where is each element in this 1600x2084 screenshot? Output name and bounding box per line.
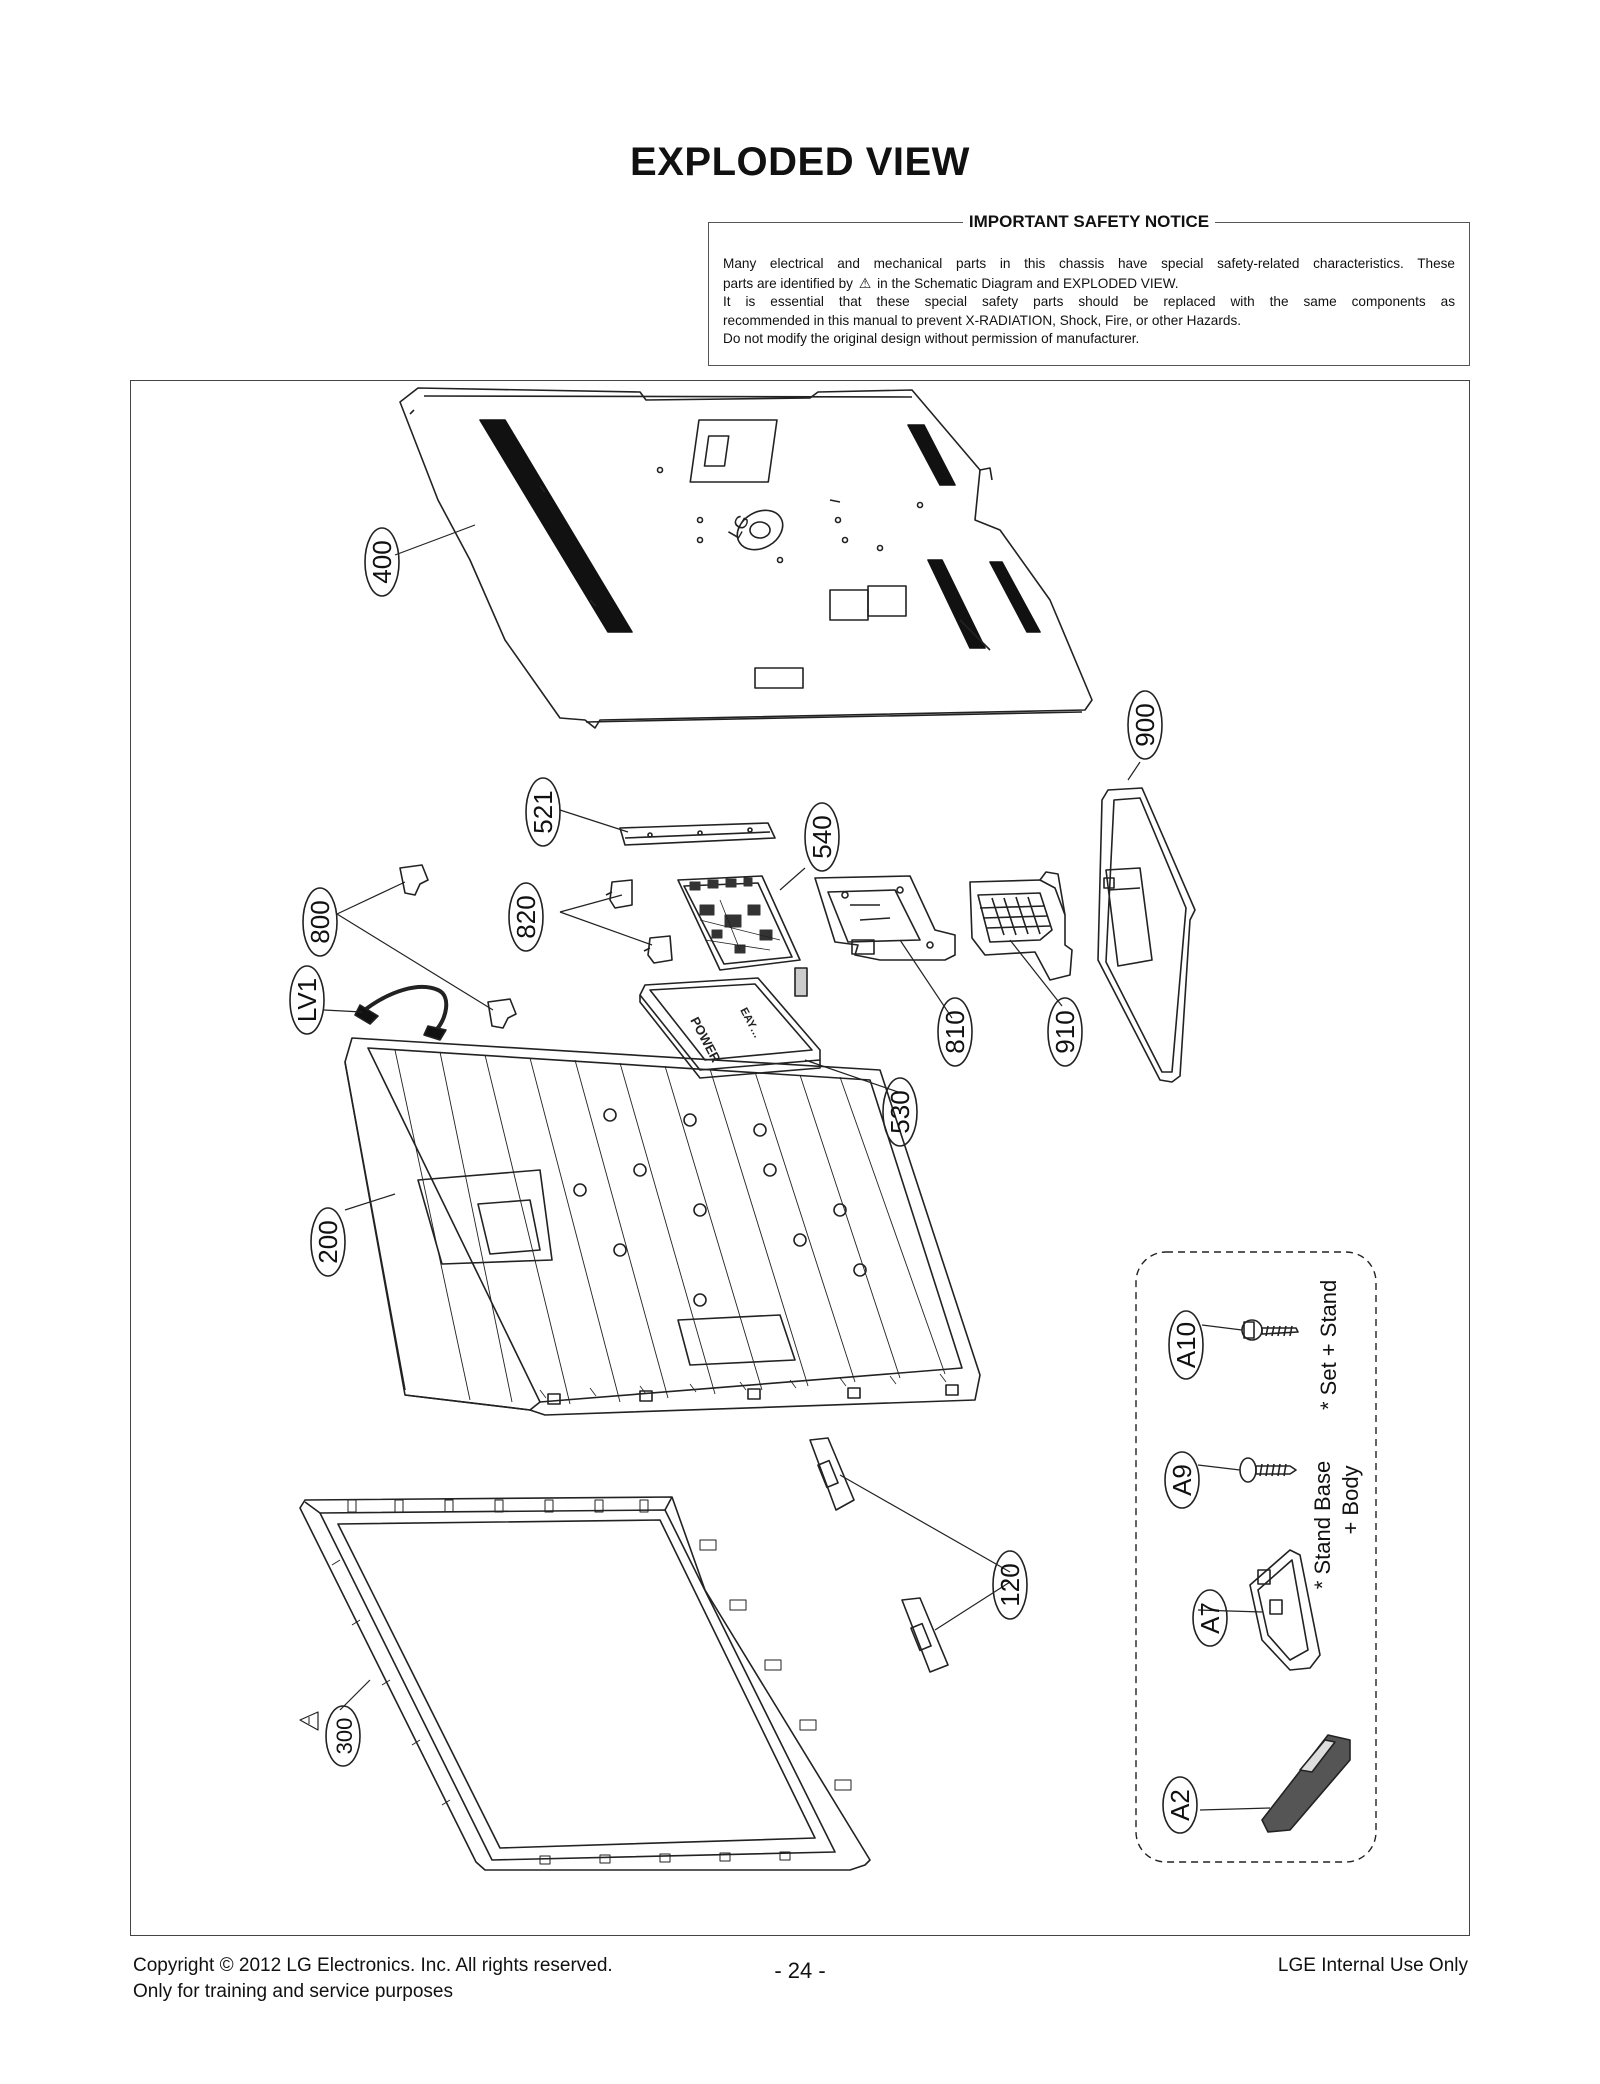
callout-820: 820 — [511, 895, 541, 938]
chassis-frame-part — [344, 1037, 981, 1416]
speaker-lower-part — [901, 1597, 949, 1673]
note-set-stand: * Set + Stand — [1316, 1280, 1341, 1410]
small-bracket-lower — [487, 998, 517, 1029]
back-cover-part: LG — [399, 387, 1093, 729]
clip-part-upper — [605, 879, 633, 909]
notice-line-3: It is essential that these special safet… — [723, 294, 1455, 309]
callout-300: 300 — [332, 1718, 357, 1755]
callout-lv1: LV1 — [292, 978, 322, 1022]
callout-200: 200 — [313, 1220, 343, 1263]
diagram-frame — [130, 380, 1470, 1936]
callout-540: 540 — [807, 815, 837, 858]
safety-warning-icon — [299, 1711, 319, 1731]
safety-notice-body: Many electrical and mechanical parts in … — [723, 255, 1455, 349]
page-title: EXPLODED VIEW — [630, 140, 970, 184]
stand-base-part — [1097, 787, 1196, 1083]
safety-notice-box: IMPORTANT SAFETY NOTICE Many electrical … — [708, 212, 1470, 366]
power-board-label: POWER — [687, 1014, 724, 1065]
callout-a2: A2 — [1165, 1789, 1195, 1821]
footer-copyright: Copyright © 2012 LG Electronics. Inc. Al… — [133, 1955, 613, 1976]
callout-bubbles — [289, 527, 1228, 1834]
small-bracket-upper — [399, 864, 429, 896]
callout-900: 900 — [1130, 703, 1160, 746]
main-board-part — [677, 875, 801, 971]
notice-line-5: Do not modify the original design withou… — [723, 331, 1140, 346]
clip-part-lower — [643, 935, 673, 964]
callout-a10: A10 — [1171, 1322, 1201, 1368]
rail-part — [619, 822, 776, 846]
page-number: - 24 - — [774, 1958, 826, 1983]
callout-120: 120 — [995, 1563, 1025, 1606]
notice-line-4: recommended in this manual to prevent X-… — [723, 312, 1242, 328]
callout-810: 810 — [940, 1010, 970, 1053]
callout-400: 400 — [367, 540, 397, 583]
screw-a10-part — [1241, 1319, 1299, 1341]
cable-part — [354, 985, 449, 1041]
callout-800: 800 — [305, 900, 335, 943]
safety-notice-title: IMPORTANT SAFETY NOTICE — [962, 212, 1216, 231]
note-body: + Body — [1338, 1465, 1363, 1534]
accessories-box — [1135, 1251, 1377, 1863]
leader-lines — [323, 524, 1271, 1811]
footer-purpose: Only for training and service purposes — [133, 1981, 453, 2002]
callout-530: 530 — [885, 1090, 915, 1133]
warning-triangle-icon: ⚠ — [858, 274, 872, 291]
clip-a7-part — [1249, 1549, 1321, 1671]
callout-a7: A7 — [1195, 1602, 1225, 1634]
stand-neck-part — [969, 871, 1073, 981]
note-stand-base: * Stand Base — [1310, 1461, 1335, 1589]
footer-internal: LGE Internal Use Only — [1277, 1955, 1468, 1976]
power-board-code: EAY… — [737, 1006, 763, 1040]
front-cabinet-part — [299, 1496, 871, 1871]
bracket-part — [814, 875, 956, 961]
notice-line-1: Many electrical and mechanical parts in … — [723, 256, 1455, 271]
speaker-upper-part — [809, 1437, 855, 1511]
callout-910: 910 — [1050, 1010, 1080, 1053]
callout-a9: A9 — [1167, 1464, 1197, 1496]
notice-line-2: parts are identified by ⚠ in the Schemat… — [723, 274, 1179, 291]
callout-521: 521 — [528, 790, 558, 833]
screw-a9-part — [1239, 1457, 1297, 1483]
cover-a2-part — [1261, 1734, 1351, 1833]
